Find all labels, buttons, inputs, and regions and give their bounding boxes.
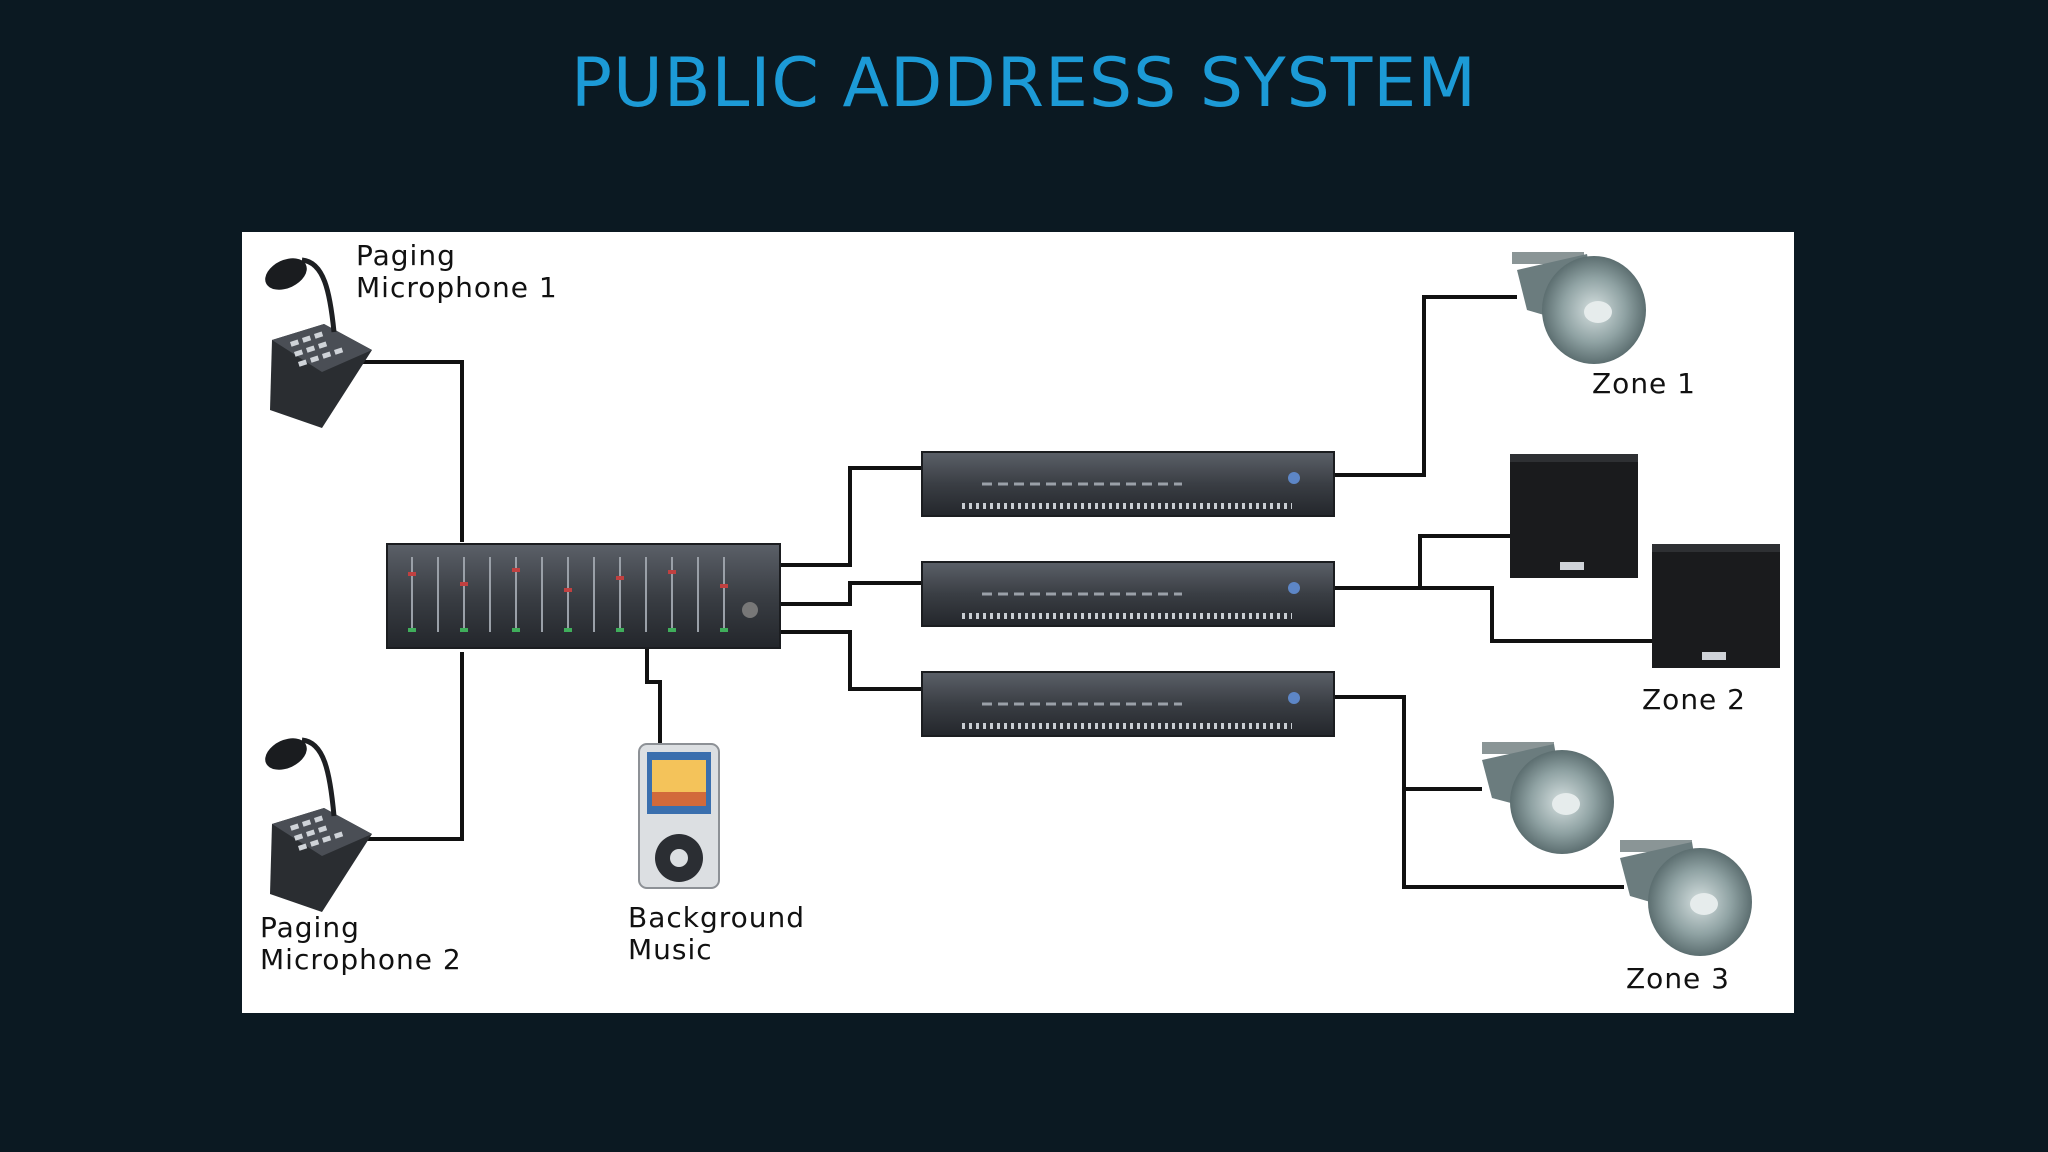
wire-music-mixer	[645, 648, 662, 744]
label-paging-microphone-1: Paging Microphone 1	[356, 240, 558, 304]
wire-amp2-zone2b	[1420, 586, 1652, 643]
amplifier-2	[921, 561, 1335, 627]
wire-amp2-zone2	[1334, 534, 1514, 590]
paging-microphone-2	[265, 737, 372, 912]
mixer-unit	[386, 543, 781, 649]
wire-amp1-zone1	[1334, 295, 1517, 477]
zone-1-horn-speaker	[1512, 252, 1646, 364]
label-zone-2: Zone 2	[1642, 683, 1746, 716]
amplifier-3	[921, 671, 1335, 737]
label-mic1-line1: Paging	[356, 239, 456, 272]
wire-mixer-amp3	[780, 630, 924, 691]
label-music-line1: Background	[628, 901, 806, 934]
wire-mixer-amp2	[780, 581, 924, 606]
label-zone-1: Zone 1	[1592, 367, 1696, 400]
music-player	[638, 743, 720, 889]
zone-2-box-speakers	[1510, 454, 1780, 668]
paging-microphone-1	[265, 257, 372, 428]
amplifier-1	[921, 451, 1335, 517]
label-mic2-line1: Paging	[260, 911, 360, 944]
wire-amp3-zone3	[1334, 695, 1482, 791]
zone-3-horn-speakers	[1482, 742, 1752, 956]
wire-mixer-amp1	[780, 466, 924, 567]
label-zone-3: Zone 3	[1626, 962, 1730, 995]
slide-title: PUBLIC ADDRESS SYSTEM	[571, 44, 1477, 123]
label-paging-microphone-2: Paging Microphone 2	[260, 912, 462, 976]
diagram-canvas	[265, 252, 1780, 956]
label-music-line2: Music	[628, 933, 713, 966]
wire-amp3-zone3b	[1402, 789, 1624, 889]
label-mic2-line2: Microphone 2	[260, 943, 462, 976]
pa-system-diagram: Paging Microphone 1 Paging Microphone 2 …	[242, 232, 1794, 1013]
wire-mic1-mixer	[362, 360, 464, 542]
wire-mic2-mixer	[362, 652, 464, 841]
label-mic1-line2: Microphone 1	[356, 271, 558, 304]
wiring	[362, 295, 1652, 889]
label-background-music: Background Music	[628, 902, 805, 966]
